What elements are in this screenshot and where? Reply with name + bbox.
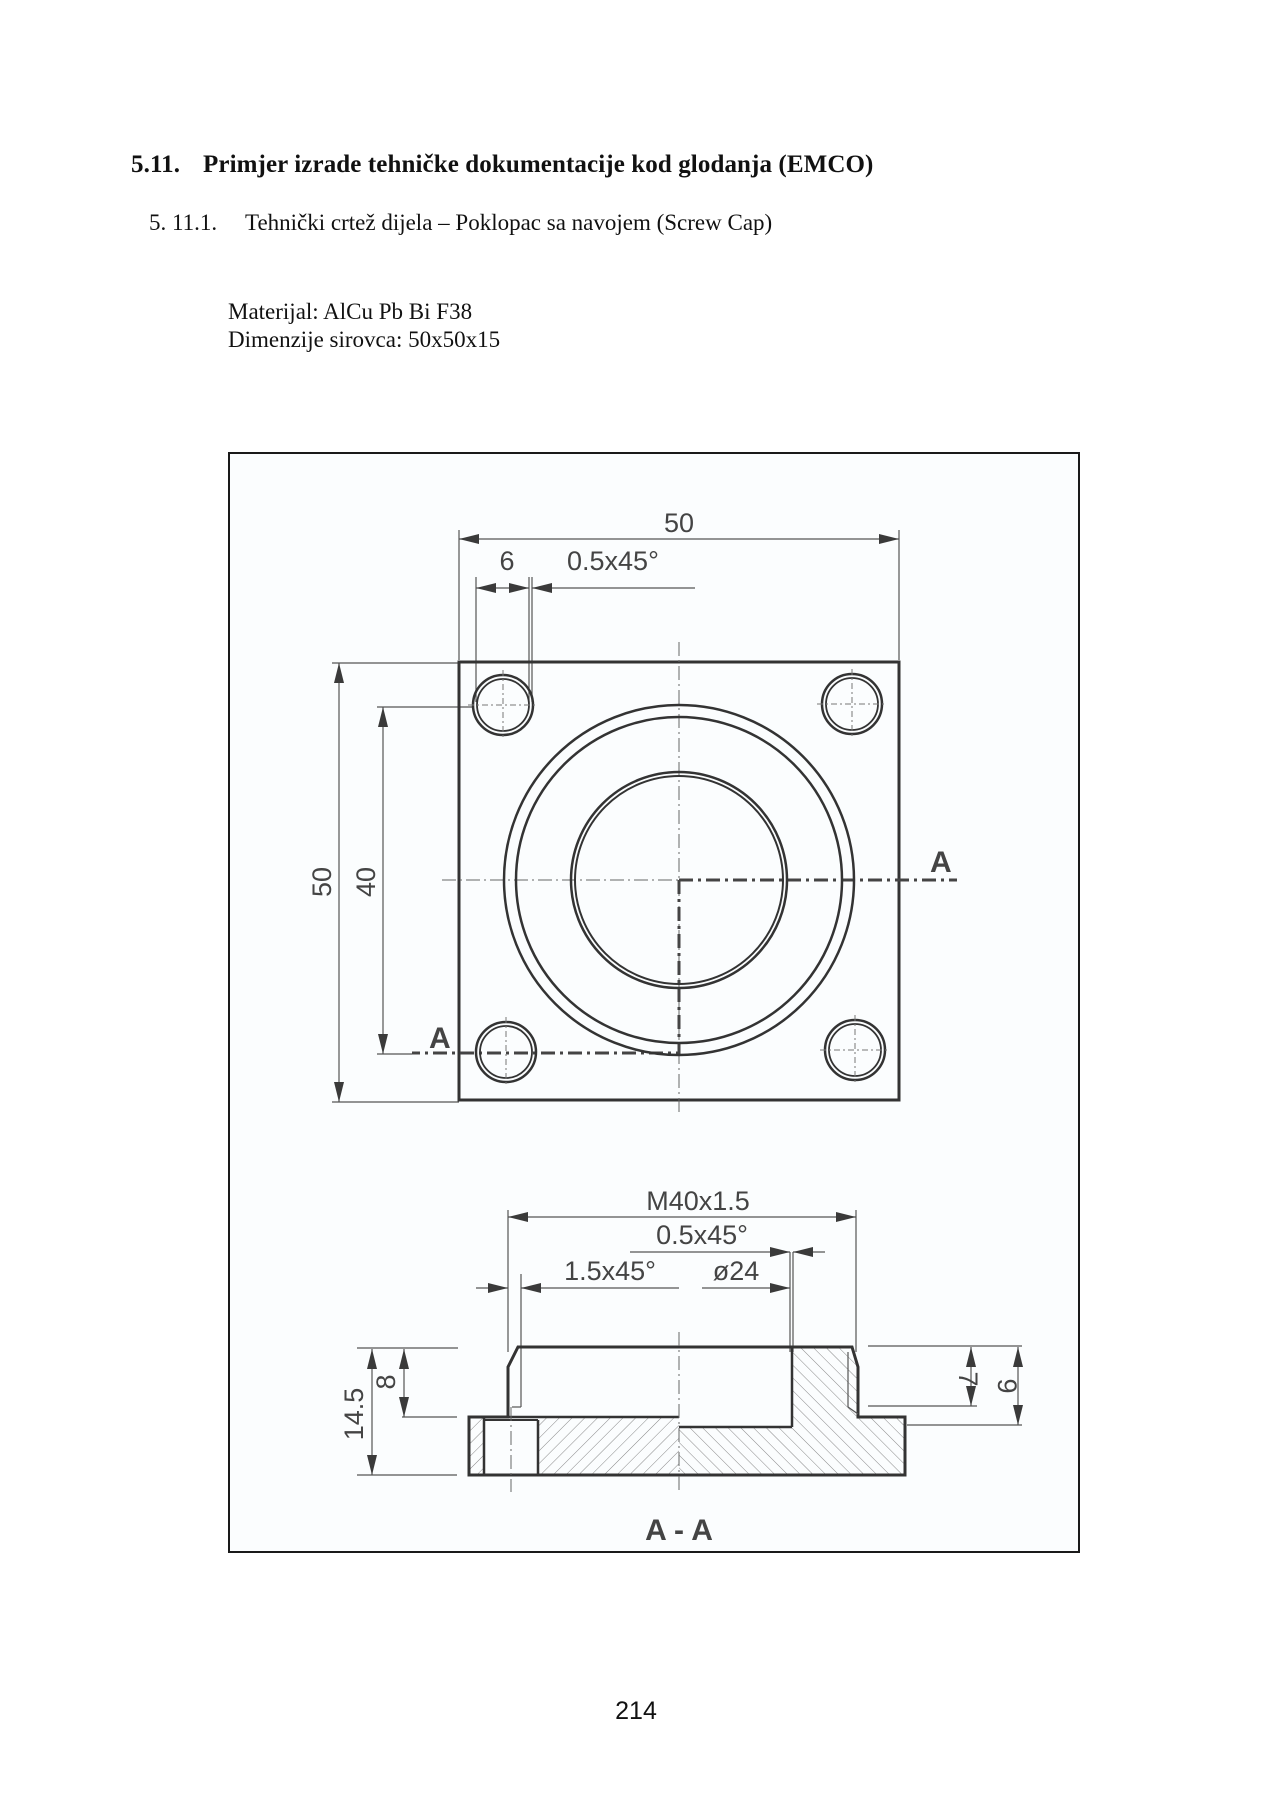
bolt-holes bbox=[468, 669, 890, 1087]
page-number: 214 bbox=[615, 1697, 657, 1725]
top-view: 50 6 0.5x45° 50 40 bbox=[307, 508, 957, 1112]
bore-circle bbox=[569, 770, 789, 990]
technical-drawing: 50 6 0.5x45° 50 40 bbox=[307, 508, 1023, 1547]
section-title: Primjer izrade tehničke dokumentacije ko… bbox=[203, 151, 874, 178]
dim-boss-height-label: 8 bbox=[371, 1374, 401, 1389]
material-line: Materijal: AlCu Pb Bi F38 bbox=[228, 299, 473, 324]
section-heading: 5.11. Primjer izrade tehničke dokumentaci… bbox=[131, 151, 873, 179]
dim-chamfer-top-label: 0.5x45° bbox=[656, 1220, 748, 1250]
dim-thread-depth-label: 7 bbox=[953, 1371, 983, 1386]
dim-total-height-label: 14.5 bbox=[339, 1388, 369, 1441]
dim-step-height-label: 9 bbox=[992, 1378, 1022, 1393]
dim-chamfer-left-label: 1.5x45° bbox=[564, 1256, 656, 1286]
technical-drawing-frame: 50 6 0.5x45° 50 40 bbox=[228, 452, 1080, 1553]
section-view: M40x1.5 0.5x45° 1.5x45° ø24 bbox=[339, 1186, 1023, 1547]
dim-chamfer-label: 0.5x45° bbox=[567, 546, 659, 576]
section-number: 5.11. bbox=[131, 151, 181, 178]
subsection-number: 5. 11.1. bbox=[149, 210, 218, 235]
outer-shoulder-circle bbox=[502, 703, 856, 1057]
dim-hole-offset-label: 6 bbox=[499, 546, 514, 576]
section-marker-right: A bbox=[930, 846, 952, 879]
section-label: A - A bbox=[645, 1514, 713, 1547]
dim-height-label: 50 bbox=[307, 867, 337, 897]
subsection-heading: 5. 11.1. Tehnički crtež dijela – Poklopac… bbox=[149, 210, 772, 236]
dim-hole-spacing-label: 40 bbox=[351, 867, 381, 897]
section-outline bbox=[467, 1345, 907, 1477]
dim-bore-label: ø24 bbox=[713, 1256, 760, 1286]
dim-thread-label: M40x1.5 bbox=[646, 1186, 750, 1216]
subsection-title: Tehnički crtež dijela – Poklopac sa navo… bbox=[245, 210, 773, 235]
dim-width-label: 50 bbox=[664, 508, 694, 538]
raw-dimensions-line: Dimenzije sirovca: 50x50x15 bbox=[228, 327, 501, 352]
section-marker-left: A bbox=[429, 1022, 451, 1055]
